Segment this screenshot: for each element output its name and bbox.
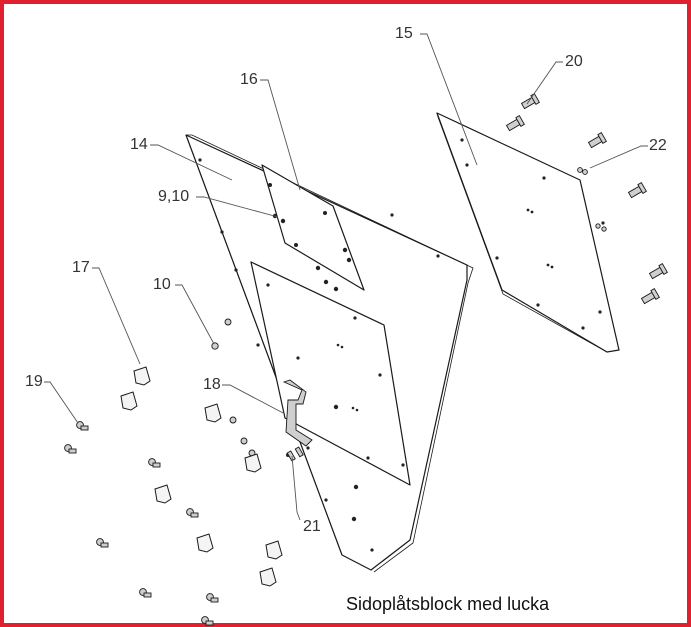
callout-22: 22 bbox=[649, 137, 667, 154]
callout-14: 14 bbox=[130, 136, 148, 153]
part-17-clips bbox=[120, 366, 283, 587]
callout-9-10: 9,10 bbox=[158, 188, 189, 205]
callout-10: 10 bbox=[153, 276, 171, 293]
callout-15: 15 bbox=[395, 25, 413, 42]
part-10-nuts bbox=[211, 318, 256, 457]
callout-21: 21 bbox=[303, 518, 321, 535]
part-18-handle bbox=[282, 379, 313, 447]
callout-20: 20 bbox=[565, 53, 583, 70]
leader-lines bbox=[44, 33, 648, 521]
part-22-nuts bbox=[577, 167, 607, 232]
callout-18: 18 bbox=[203, 376, 221, 393]
part-21-screws bbox=[286, 446, 304, 462]
hatch-door-plate bbox=[250, 261, 411, 486]
callout-17: 17 bbox=[72, 259, 90, 276]
part-19-bolts bbox=[64, 421, 219, 626]
diagram-caption: Sidoplåtsblock med lucka bbox=[346, 594, 550, 614]
part-20-screws bbox=[505, 93, 668, 305]
callout-19: 19 bbox=[25, 373, 43, 390]
callout-16: 16 bbox=[240, 71, 258, 88]
part-15-plate bbox=[436, 112, 620, 353]
